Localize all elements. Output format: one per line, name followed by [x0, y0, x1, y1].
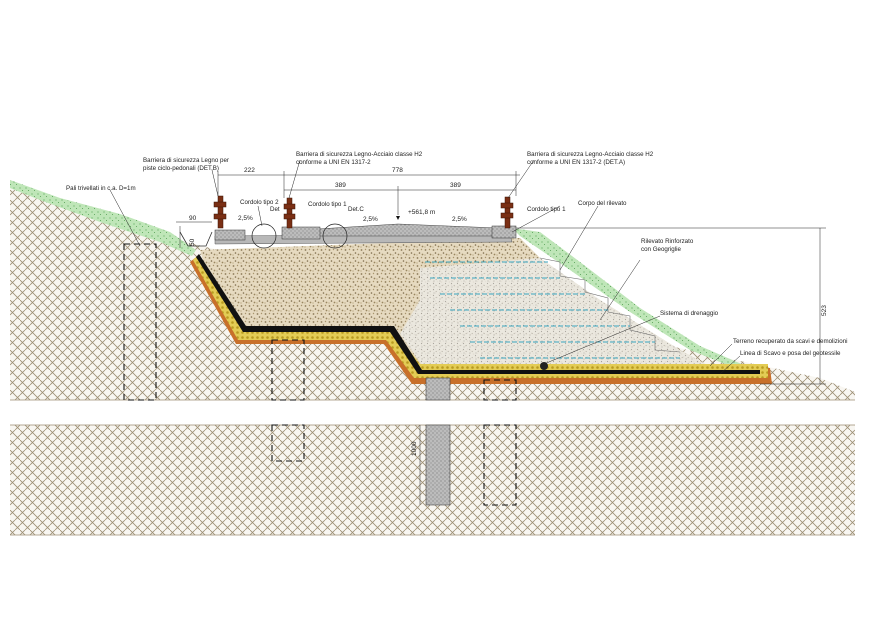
terrace-lines — [539, 257, 681, 353]
central-pile-bottom — [425, 424, 451, 506]
label-barrier-mid-1: Barriera di sicurezza Legno-Acciaio clas… — [296, 151, 423, 158]
dim-778: 778 — [392, 167, 403, 174]
label-rinforzato-2: con Geogriglie — [641, 246, 681, 253]
curb-right — [491, 225, 517, 239]
dim-50: 50 — [189, 238, 196, 246]
label-det: Det — [270, 206, 280, 213]
dim-1000: 1000 — [411, 441, 418, 456]
dim-90: 90 — [189, 215, 197, 222]
label-barrier-left-2: piste ciclo-pedonali (DET.B) — [143, 165, 219, 172]
barrier-left — [213, 195, 227, 229]
slope-mid: 2,5% — [363, 216, 378, 223]
barrier-mid — [283, 197, 296, 229]
slope-right: 2,5% — [452, 216, 467, 223]
label-barrier-right-1: Barriera di sicurezza Legno-Acciaio clas… — [527, 151, 654, 158]
label-terreno: Terreno recuperato da scavi e demolizion… — [733, 338, 848, 345]
curb-left — [214, 229, 246, 241]
label-linea: Linea di Scavo e posa del geotessile — [740, 350, 841, 357]
label-pali: Pali trivellati in c.a. D=1m — [66, 185, 136, 192]
dim-523: 523 — [821, 305, 828, 316]
label-rinforzato-1: Rilevato Rinforzato — [641, 238, 694, 245]
side-ditch — [179, 231, 213, 247]
grass-left — [10, 180, 196, 256]
label-cordolo-1-left: Cordolo tipo 1 — [308, 201, 347, 208]
dim-389-right: 389 — [450, 182, 461, 189]
label-barrier-left-1: Barriera di sicurezza Legno per — [143, 157, 229, 164]
label-drenaggio: Sistema di drenaggio — [660, 310, 719, 317]
geogrids — [425, 261, 680, 359]
detail-circle-left — [251, 223, 277, 249]
leader-lines — [109, 159, 741, 375]
label-barrier-mid-2: conforme a UNI EN 1317-2 — [296, 159, 371, 166]
slope-left: 2,5% — [238, 215, 253, 222]
dim-elevation: +561,8 m — [408, 209, 435, 216]
barrier-right — [500, 196, 514, 229]
label-cordolo-1-right: Cordolo tipo 1 — [527, 206, 566, 213]
piles — [123, 243, 517, 506]
dim-389-left: 389 — [335, 182, 346, 189]
label-cordolo-2: Cordolo tipo 2 — [240, 199, 279, 206]
detail-circle-c — [322, 223, 348, 249]
central-pile-top — [425, 377, 451, 401]
label-corpo: Corpo del rilevato — [578, 200, 627, 207]
reinforced-zone — [400, 258, 720, 376]
dimension-lines — [176, 171, 826, 505]
dim-222: 222 — [244, 167, 255, 174]
curb-mid — [281, 226, 321, 240]
label-barrier-right-2: conforme a UNI EN 1317-2 (DET.A) — [527, 159, 625, 166]
grass-right — [512, 228, 760, 372]
label-det-c: Det.C — [348, 206, 364, 213]
drainage-pipe — [540, 362, 548, 370]
